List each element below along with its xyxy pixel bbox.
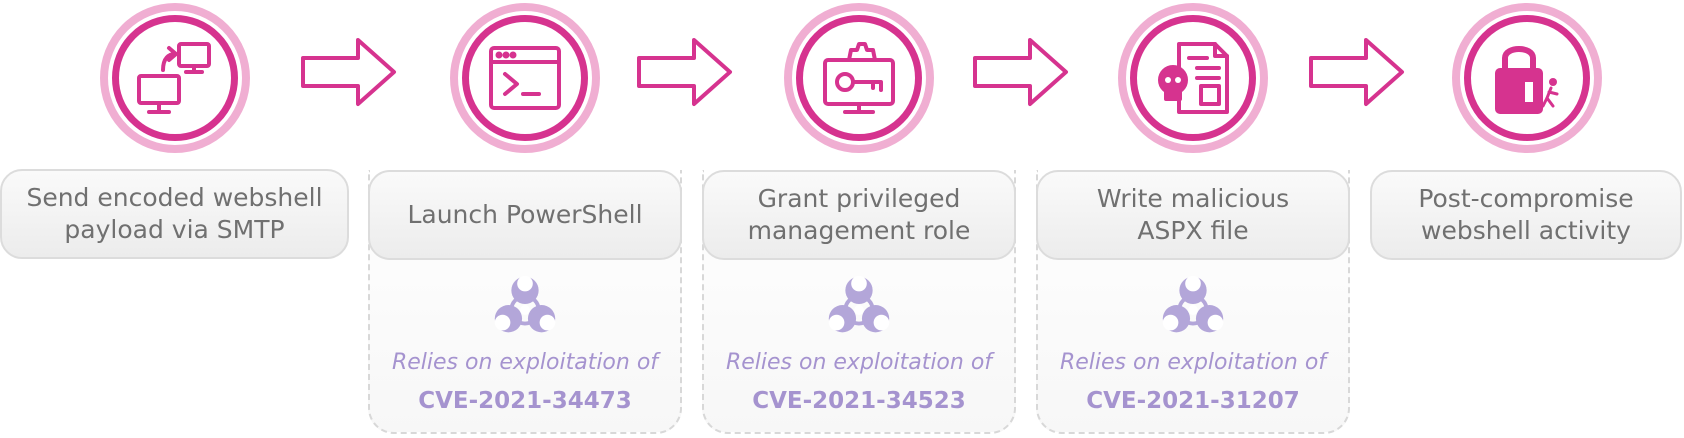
step-4-circle: [1118, 3, 1268, 153]
step-1-circle: [100, 3, 250, 153]
step-2-circle: [450, 3, 600, 153]
cve-note: Relies on exploitation of: [1059, 350, 1327, 375]
step-1-label: Send encoded webshell payload via SMTP: [0, 169, 349, 259]
cve-id: CVE-2021-31207: [1086, 388, 1300, 414]
step-4-label: Write malicious ASPX file: [1036, 170, 1350, 260]
step-3-label: Grant privileged management role: [702, 170, 1016, 260]
step-2-label: Launch PowerShell: [368, 170, 682, 260]
step-5-circle: [1452, 3, 1602, 153]
key-gear-monitor-icon: [823, 42, 895, 114]
biohazard-icon: [494, 275, 556, 333]
step-3-circle: [784, 3, 934, 153]
biohazard-icon: [828, 275, 890, 333]
skull-document-icon: [1158, 42, 1229, 114]
arrow-4-icon: [1309, 38, 1404, 106]
arrow-2-icon: [637, 38, 732, 106]
cve-note: Relies on exploitation of: [391, 350, 659, 375]
cve-note: Relies on exploitation of: [725, 350, 993, 375]
terminal-window-icon: [489, 46, 561, 110]
arrow-3-icon: [973, 38, 1068, 106]
remote-computers-icon: [137, 42, 211, 114]
cve-id: CVE-2021-34473: [418, 388, 632, 414]
biohazard-icon: [1162, 275, 1224, 333]
padlock-intruder-icon: [1495, 46, 1559, 114]
step-5-label: Post-compromise webshell activity: [1370, 170, 1682, 260]
cve-id: CVE-2021-34523: [752, 388, 966, 414]
arrow-1-icon: [301, 38, 396, 106]
